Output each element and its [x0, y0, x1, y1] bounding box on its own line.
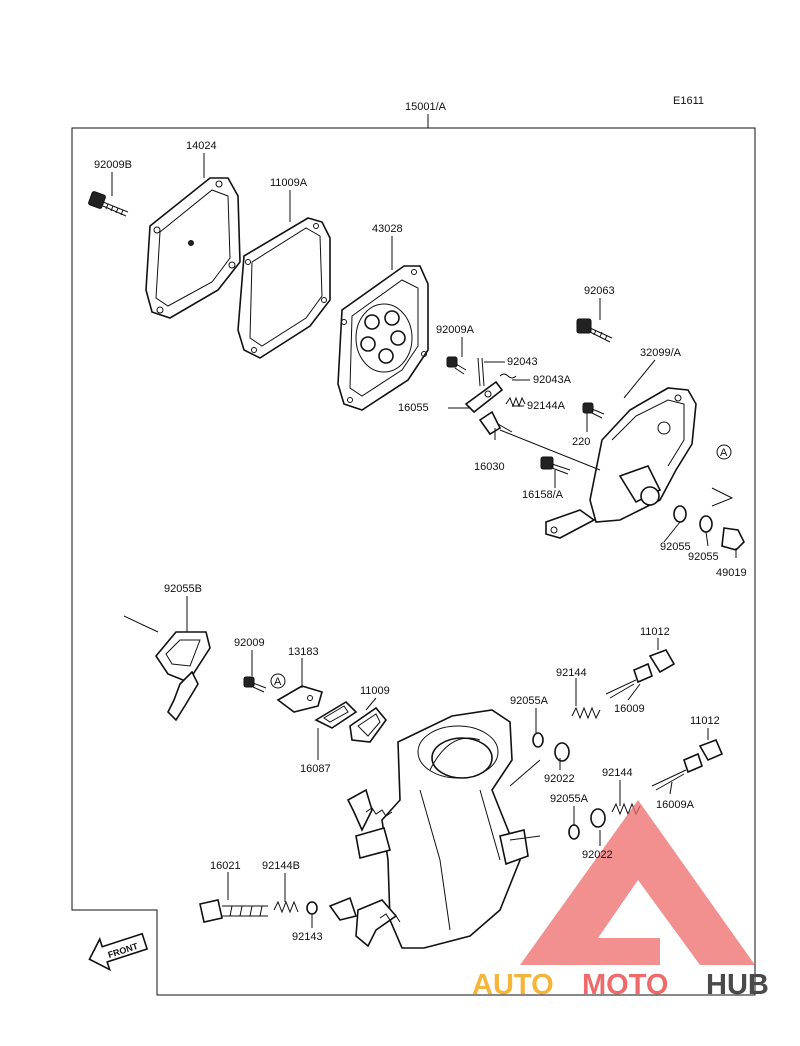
part-labels: 92009B 14024 11009A 43028 92063 32099/A … — [94, 140, 747, 943]
diagram-code: E1611 — [673, 95, 704, 107]
label-43028: 43028 — [372, 223, 403, 235]
label-92144b: 92144B — [262, 860, 300, 872]
assembly-border — [71, 127, 756, 996]
bolt-16158a — [540, 456, 571, 475]
gasket-16087 — [314, 700, 358, 729]
label-92055-b: 92055 — [688, 551, 719, 563]
spring-92144b — [273, 900, 299, 914]
label-92022-b: 92022 — [582, 849, 613, 861]
watermark-moto: MOTO — [582, 969, 668, 1001]
cap-11012-b — [698, 738, 724, 762]
label-13183: 13183 — [288, 646, 319, 658]
gasket-92055b — [123, 615, 211, 722]
spring-92144-a — [571, 706, 601, 720]
bolt-92009 — [243, 676, 267, 693]
needle-16030 — [478, 410, 513, 436]
label-11012-a: 11012 — [640, 626, 670, 638]
bolt-92009b — [88, 191, 129, 217]
label-16009: 16009 — [614, 703, 645, 715]
label-92063: 92063 — [584, 285, 615, 297]
label-32099a: 32099/A — [640, 347, 682, 359]
cap-11012-a — [648, 649, 676, 674]
pin-92043 — [477, 357, 485, 387]
washer-92055-b — [699, 515, 713, 533]
label-92144-b: 92144 — [602, 767, 633, 779]
leaders-lower — [186, 596, 709, 928]
watermark-auto: AUTO — [472, 969, 554, 1001]
washer-92055a-a — [532, 732, 544, 748]
lever-16055 — [464, 380, 504, 414]
cap-49019 — [721, 527, 745, 551]
carburetor-body — [328, 709, 529, 949]
label-92009a: 92009A — [436, 324, 475, 336]
gasket-11009 — [349, 706, 388, 743]
assembly-label: 15001/A — [405, 101, 447, 113]
diaphragm-43028 — [337, 265, 429, 411]
leaders-upper — [111, 153, 737, 558]
washer-92143 — [306, 901, 318, 915]
watermark-hub: HUB — [706, 969, 769, 1001]
label-92043: 92043 — [507, 356, 538, 368]
label-92144-a: 92144 — [556, 667, 587, 679]
gasket-11009a — [237, 217, 331, 359]
label-92144a: 92144A — [527, 400, 566, 412]
label-16158a: 16158/A — [522, 489, 564, 501]
label-16021: 16021 — [210, 860, 241, 872]
label-92009b: 92009B — [94, 159, 132, 171]
label-92055a-a: 92055A — [510, 695, 549, 707]
clip-92043a — [499, 373, 517, 379]
screw-16021 — [199, 899, 268, 923]
bolt-92063 — [576, 318, 613, 343]
label-16009a: 16009A — [656, 799, 695, 811]
label-92143: 92143 — [292, 931, 323, 943]
svg-text:A: A — [720, 447, 728, 459]
washer-92055-a — [673, 505, 687, 523]
seal-92022-a — [554, 742, 570, 762]
diaphragm-cover-14024 — [145, 177, 241, 319]
label-92055-a: 92055 — [660, 541, 691, 553]
washer-92055a-b — [568, 824, 580, 840]
label-92055a-b: 92055A — [550, 793, 589, 805]
label-16055: 16055 — [398, 402, 429, 414]
label-49019: 49019 — [716, 567, 747, 579]
label-16030: 16030 — [474, 461, 505, 473]
needle-16009a — [651, 752, 703, 791]
label-11009: 11009 — [360, 685, 390, 697]
callout-a-lower: A — [270, 673, 286, 689]
pump-body-32099a — [545, 387, 697, 539]
label-92055b: 92055B — [164, 583, 202, 595]
label-92043a: 92043A — [533, 374, 572, 386]
plate-13183 — [276, 685, 323, 713]
label-11012-b: 11012 — [690, 715, 720, 727]
label-92022-a: 92022 — [544, 773, 575, 785]
watermark-triangle-icon — [520, 800, 755, 965]
label-11009a: 11009A — [270, 177, 308, 189]
bolt-220 — [582, 402, 605, 419]
label-16087: 16087 — [300, 763, 331, 775]
label-92009: 92009 — [234, 637, 265, 649]
bolt-92009a — [446, 356, 467, 375]
front-arrow: FRONT — [88, 932, 149, 972]
label-14024: 14024 — [186, 140, 217, 152]
direction-arrow-right — [711, 487, 734, 507]
callout-a-upper: A — [716, 444, 732, 460]
label-220: 220 — [572, 436, 590, 448]
watermark-logo: AUTO MOTO HUB — [472, 800, 769, 1001]
seal-92022-b — [590, 808, 606, 828]
needle-16009 — [605, 662, 653, 699]
spring-92144a-top — [505, 396, 526, 408]
svg-text:A: A — [274, 676, 282, 688]
